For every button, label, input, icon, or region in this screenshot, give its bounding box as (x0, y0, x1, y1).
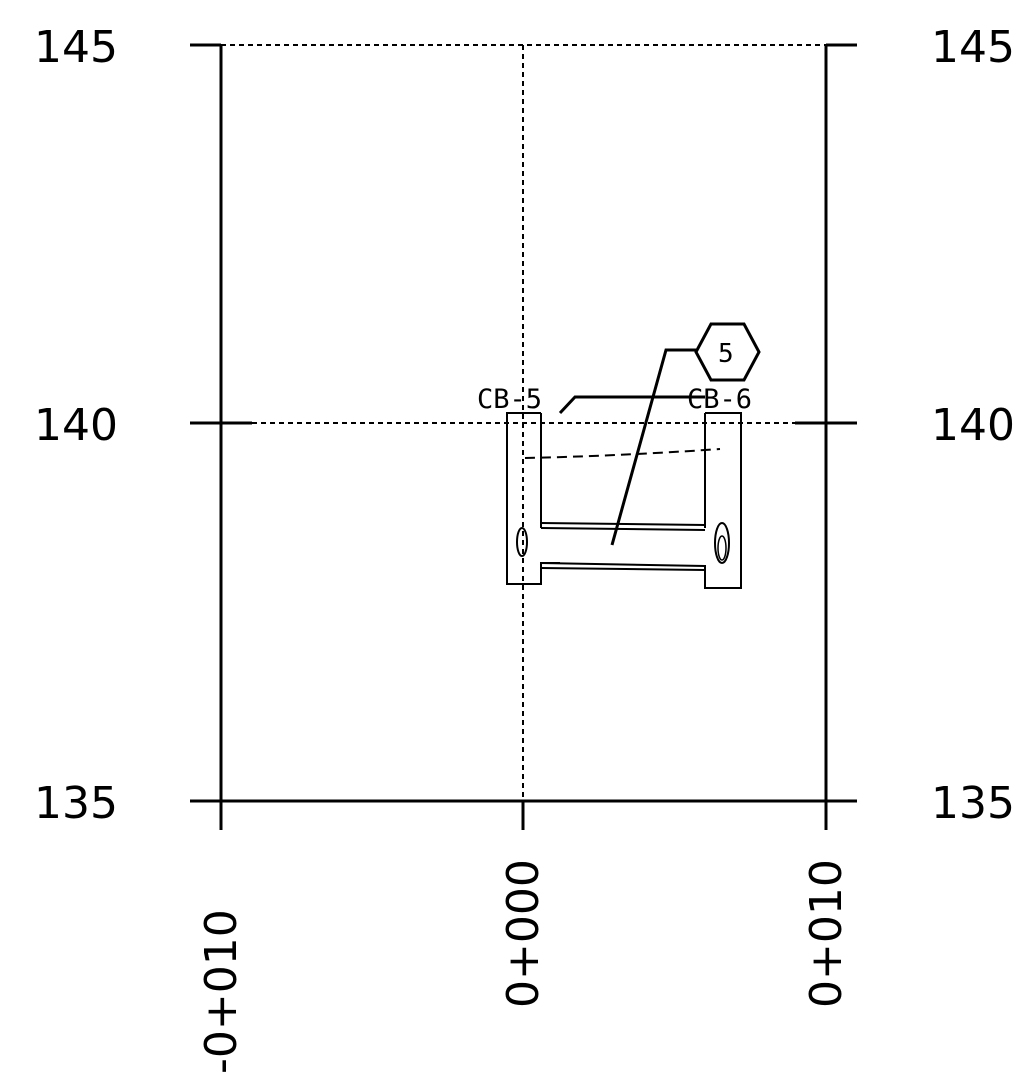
callout-5: 5 (610, 322, 761, 546)
pipe-top-1 (540, 522, 706, 526)
elev-label-145-left: 145 (34, 22, 118, 73)
grid-frame (190, 43, 857, 830)
station-labels: -0+010 0+000 0+010 (196, 859, 852, 1074)
elevation-labels-right: 145 140 135 (931, 22, 1015, 829)
elevation-labels-left: 145 140 135 (34, 22, 118, 829)
cb6-opening (714, 522, 730, 564)
station-label-left: -0+010 (196, 909, 247, 1074)
cb5-box-outline (506, 412, 560, 585)
cb5-label: CB-5 (477, 384, 542, 415)
elev-label-135-right: 135 (931, 778, 1015, 829)
cb6-label: CB-6 (687, 384, 752, 415)
ground-dashed-profile (524, 448, 721, 459)
callout-tag-number: 5 (718, 339, 734, 369)
station-label-center: 0+000 (498, 859, 549, 1008)
pipe-top-2 (540, 527, 706, 531)
elev-label-135-left: 135 (34, 778, 118, 829)
elev-label-145-right: 145 (931, 22, 1015, 73)
pipe-bottom-1 (540, 562, 706, 567)
elev-label-140-right: 140 (931, 400, 1015, 451)
cb5-opening (516, 527, 528, 557)
cb6-opening-inner (717, 535, 727, 561)
callout-leader-line (610, 348, 696, 546)
structure-labels: CB-5 CB-6 (477, 384, 752, 415)
pipe-bottom-2 (540, 567, 706, 571)
callout-hexagon (694, 322, 761, 382)
rim-line (558, 395, 705, 415)
elev-label-140-left: 140 (34, 400, 118, 451)
structure-profile (506, 395, 742, 589)
station-label-right: 0+010 (801, 859, 852, 1008)
cb6-box-outline (704, 412, 742, 589)
